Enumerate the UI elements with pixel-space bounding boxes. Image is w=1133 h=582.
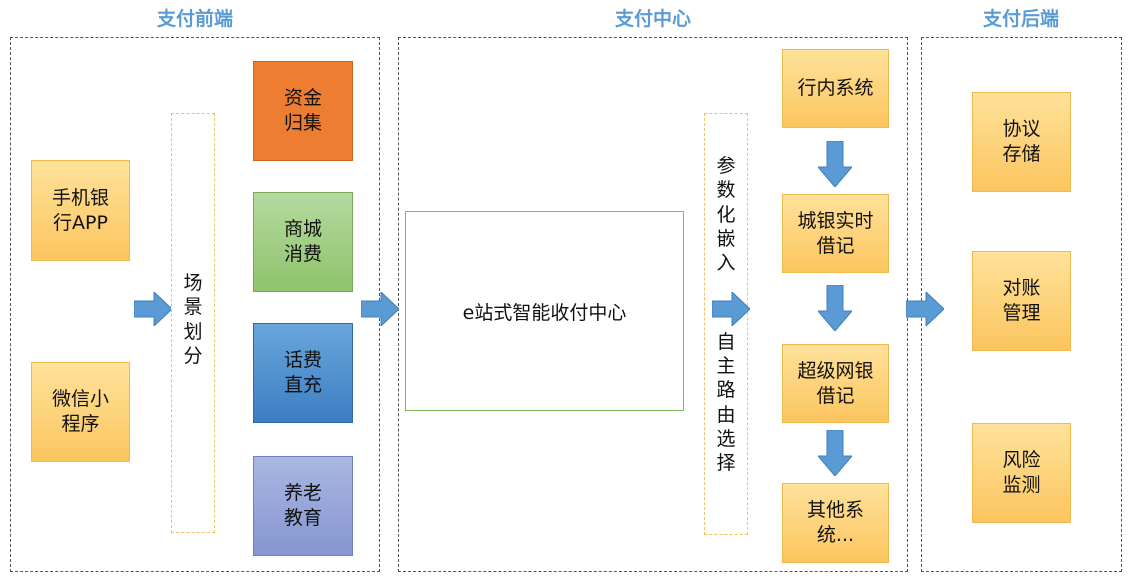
scene-fund-collection: 资金 归集: [253, 61, 353, 161]
smart-payment-center-box: e站式智能收付中心: [405, 211, 684, 411]
back-protocol-storage: 协议 存储: [972, 92, 1071, 192]
down-arrow-icon: [818, 141, 852, 187]
scene-phone-recharge: 话费 直充: [253, 323, 353, 423]
back-section-title: 支付后端: [982, 8, 1059, 30]
center-section-title: 支付中心: [614, 8, 691, 30]
autonomous-routing-label: 自 主 路 由 选 择: [716, 330, 736, 475]
scene-elderly-education: 养老 教育: [253, 456, 353, 556]
system-city-bank-realtime-debit: 城银实时 借记: [782, 194, 889, 273]
back-reconciliation-management: 对账 管理: [972, 251, 1071, 351]
right-arrow-icon: [361, 292, 399, 326]
smart-payment-center-label: e站式智能收付中心: [462, 301, 627, 324]
channel-wechat-mini-program: 微信小 程序: [31, 362, 130, 462]
down-arrow-icon: [818, 430, 852, 476]
scene-division-label: 场 景 划 分: [171, 113, 215, 533]
system-other: 其他系 统...: [782, 483, 889, 563]
scene-mall-consumption: 商城 消费: [253, 192, 353, 292]
front-section-title: 支付前端: [156, 8, 233, 30]
parameterized-embedding-label: 参 数 化 嵌 入: [716, 155, 736, 275]
back-risk-monitoring: 风险 监测: [972, 423, 1071, 523]
channel-mobile-banking-app: 手机银 行APP: [31, 160, 130, 261]
right-arrow-icon: [134, 292, 172, 326]
right-arrow-icon: [906, 292, 944, 326]
routing-label: 参 数 化 嵌 入 自 主 路 由 选 择: [704, 113, 748, 535]
system-super-ebank-debit: 超级网银 借记: [782, 344, 889, 423]
system-internal-bank: 行内系统: [782, 49, 889, 128]
right-arrow-icon: [712, 292, 750, 326]
down-arrow-icon: [818, 285, 852, 331]
